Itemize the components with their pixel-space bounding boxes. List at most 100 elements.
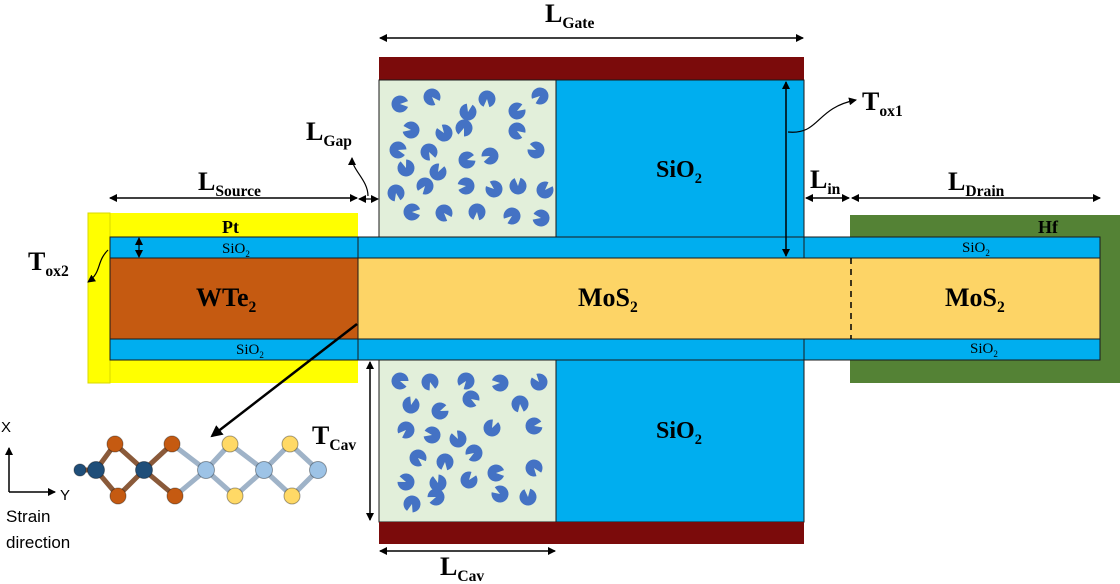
dielectric-particle [460, 471, 478, 489]
dielectric-particle [503, 207, 521, 225]
interface-pointer-arrow [210, 323, 358, 438]
l-gap-pointer [348, 157, 369, 197]
l-cav-label: LCav [440, 552, 484, 584]
dielectric-particle [429, 163, 447, 181]
lattice-atom [255, 461, 273, 479]
l-drain-label: LDrain [948, 167, 1005, 200]
l-source-label: LSource [198, 167, 261, 200]
dielectric-particle [527, 141, 545, 159]
lattice-atom [166, 487, 184, 505]
dielectric-particle [427, 488, 445, 506]
dielectric-particle [403, 495, 421, 513]
dielectric-particle [459, 103, 477, 121]
sio2-bottom-source-label: SiO2 [236, 342, 264, 360]
dielectric-particle [468, 203, 486, 221]
bottom-oxide-channel [357, 338, 805, 361]
l-gap-label: LGap [306, 117, 352, 150]
lattice-atom [226, 487, 244, 505]
lattice-atom [135, 461, 153, 479]
channel-mos2 [357, 257, 1101, 340]
bottom-oxide-drain [803, 338, 1101, 361]
dielectric-particle [409, 449, 427, 467]
dielectric-particle [483, 419, 501, 437]
bottom-gate-oxide [555, 359, 805, 523]
top-oxide-drain [803, 236, 1101, 259]
bottom-oxide-source [109, 338, 359, 361]
dielectric-particle [519, 488, 537, 506]
dielectric-particle [525, 459, 543, 477]
dielectric-particle [389, 141, 407, 159]
top-gate-metal [379, 57, 804, 80]
bottom-gate-metal [379, 522, 804, 544]
mos2-drain-label: MoS2 [945, 283, 1005, 316]
dielectric-particle [491, 374, 509, 392]
t-ox2-label: Tox2 [28, 247, 69, 280]
dielectric-particle [511, 395, 529, 413]
dielectric-particle [423, 426, 441, 444]
dielectric-particle [397, 421, 415, 439]
lattice-atom [106, 435, 124, 453]
source-wte2 [109, 257, 359, 340]
dielectric-particle [402, 396, 420, 414]
sio2-top-drain-label: SiO2 [962, 240, 990, 258]
dielectric-particle [509, 177, 527, 195]
lattice-atom [87, 461, 105, 479]
dielectric-particle [531, 87, 549, 105]
l-in-label: Lin [810, 165, 841, 198]
sio2-lower-gate-label: SiO2 [656, 418, 702, 448]
dielectric-particle [397, 473, 415, 491]
sio2-top-source-label: SiO2 [222, 241, 250, 259]
top-cavity-dielectric-dots [387, 87, 554, 227]
dielectric-particle [487, 464, 504, 482]
dielectric-particle [397, 159, 415, 177]
dielectric-particle [391, 372, 409, 390]
source-contact-pt-inner [87, 212, 111, 384]
dielectric-particle [391, 95, 408, 113]
lattice-atom [283, 487, 301, 505]
lattice-atom [197, 461, 215, 479]
dielectric-particle [530, 373, 548, 391]
lattice-atom [109, 487, 127, 505]
dielectric-particle [421, 373, 439, 391]
dielectric-particle [457, 177, 475, 195]
mos2-channel-label: MoS2 [578, 283, 638, 316]
dielectric-particle [416, 177, 434, 195]
sio2-upper-gate-label: SiO2 [656, 157, 702, 187]
t-ox1-pointer [787, 97, 857, 133]
dielectric-particle [435, 204, 453, 222]
dielectric-particle [481, 147, 499, 165]
wte2-label: WTe2 [196, 283, 257, 316]
dielectric-particle [423, 88, 441, 106]
sio2-bottom-drain-label: SiO2 [970, 341, 998, 359]
t-ox2-pointer [87, 249, 109, 283]
dielectric-particle [485, 180, 503, 198]
dielectric-particle [465, 444, 483, 462]
dielectric-particle [458, 151, 476, 169]
dielectric-particle [435, 124, 453, 142]
top-gate-oxide [555, 79, 805, 238]
strain-label-line1: Strain [6, 507, 50, 526]
dielectric-particle [457, 372, 475, 390]
lattice-atom [309, 461, 327, 479]
dielectric-particle [491, 485, 509, 503]
dielectric-particle [449, 430, 467, 448]
axis-x-label: X [1, 419, 11, 436]
bottom-cavity-dielectric-dots [391, 372, 548, 513]
dielectric-particle [478, 90, 496, 108]
dielectric-particle [420, 143, 438, 161]
strain-label-line2: direction [6, 533, 70, 552]
dielectric-particle [402, 121, 420, 139]
dielectric-particle [508, 122, 526, 140]
dielectric-particle [436, 453, 454, 471]
dielectric-particle [508, 102, 526, 120]
dielectric-particle [431, 402, 449, 420]
top-oxide-channel [357, 236, 805, 259]
pt-label: Pt [222, 217, 239, 237]
dielectric-particle [525, 417, 543, 435]
heterojunction-lattice [73, 435, 327, 505]
t-cav-label: TCav [312, 421, 356, 454]
dielectric-particle [462, 390, 480, 408]
l-gate-label: LGate [545, 0, 594, 32]
lattice-atom [281, 435, 299, 453]
dielectric-particle [403, 203, 421, 221]
